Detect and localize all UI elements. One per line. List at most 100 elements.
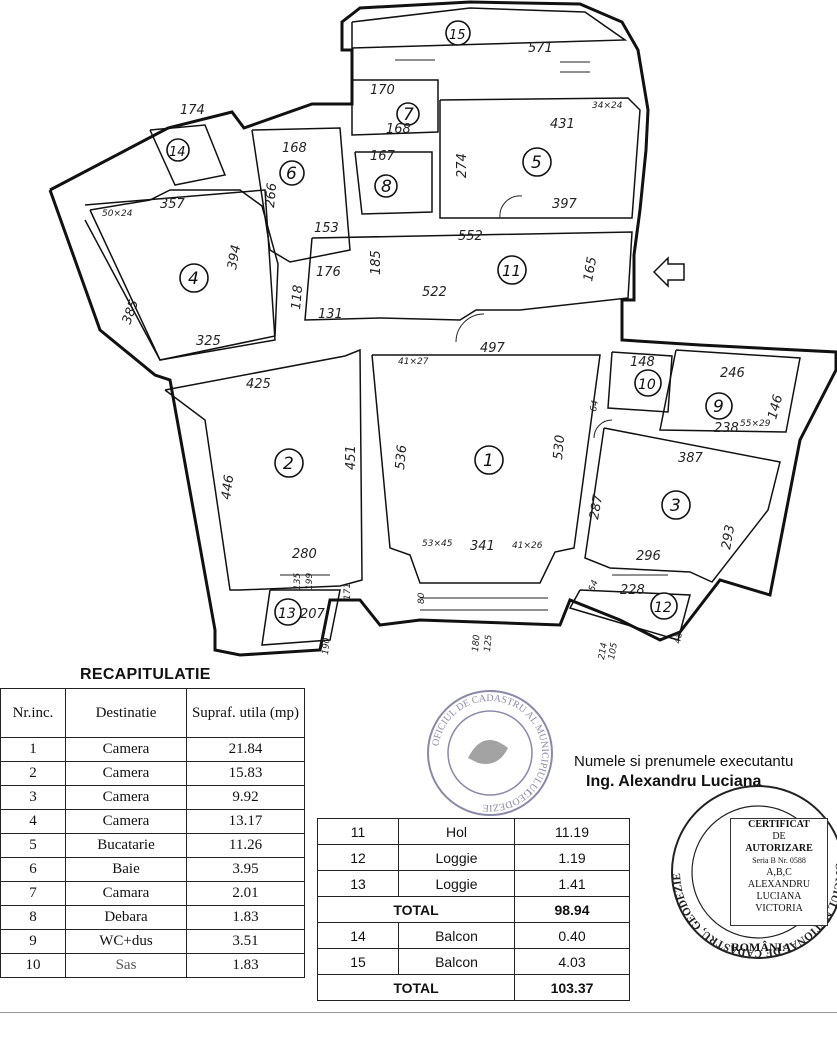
room-6 (251, 127, 351, 263)
dim-label: 131 (318, 307, 343, 322)
outer-walls (48, 0, 837, 657)
dim-label: 451 (344, 445, 359, 470)
room-label-11: 11 (502, 262, 521, 280)
dim-label: 287 (587, 493, 606, 521)
cell-dest: Balcon (398, 922, 515, 949)
room-5 (439, 97, 641, 219)
dim-label: 530 (551, 434, 568, 460)
cell-nr: 10 (0, 953, 66, 978)
dim-label: 34×24 (592, 101, 623, 111)
dim-label: 497 (480, 341, 506, 356)
room-4 (84, 189, 276, 361)
cell-area: 11.19 (514, 818, 630, 845)
room-11-hall (304, 231, 633, 321)
room-15-balcony (351, 7, 628, 49)
room-label-8: 8 (381, 177, 392, 197)
cell-dest: Camera (65, 761, 187, 786)
dim-label: 214 (597, 642, 610, 660)
dim-label: 168 (386, 122, 411, 137)
executant-name: Ing. Alexandru Luciana (586, 773, 762, 790)
dim-label: 64 (589, 399, 601, 412)
dim-label: 280 (292, 547, 317, 562)
dim-label: 168 (282, 141, 307, 156)
dim-label: 274 (455, 153, 470, 178)
cell-nr: 6 (0, 857, 66, 882)
stamp-line: Seria B Nr. 0588 (752, 856, 806, 865)
dim-label: 105 (607, 642, 620, 660)
dim-label: 397 (552, 197, 578, 212)
window-details (280, 59, 668, 611)
cell-dest: Hol (398, 818, 515, 845)
recap-title: RECAPITULATIE (80, 666, 211, 683)
cell-dest: Debara (65, 905, 187, 930)
dim-label: 170 (370, 83, 395, 98)
dim-label: 148 (630, 355, 655, 370)
dim-label: 266 (263, 182, 280, 208)
stamp-certificate-box: CERTIFICAT DE AUTORIZARE Seria B Nr. 058… (730, 818, 828, 926)
room-14-balcony (149, 124, 227, 186)
stamp-line: DE (772, 831, 786, 842)
dim-label: 153 (314, 221, 339, 236)
dim-label: 135 (293, 573, 303, 590)
dim-label: 185 (369, 250, 384, 275)
stamp-line: ALEXANDRU (747, 879, 811, 890)
divider (0, 1012, 837, 1013)
entrance-arrow-icon (652, 256, 685, 288)
cadastre-office-stamp: OFICIUL DE CADASTRU AL MUNICIPIULUI GEOD… (427, 690, 553, 816)
cell-nr: 12 (317, 844, 399, 871)
room-10 (607, 351, 673, 413)
room-8 (354, 151, 433, 215)
dim-label: 80 (417, 592, 427, 604)
cell-area: 15.83 (186, 761, 305, 786)
room-labels: 1 2 3 4 5 6 7 8 9 10 11 12 13 14 15 (166, 20, 733, 626)
room-7 (351, 79, 439, 136)
room-12-loggia (568, 589, 691, 641)
cell-dest: Camera (65, 809, 187, 834)
dim-label: 55×29 (740, 419, 771, 429)
cell-nr: 11 (317, 818, 399, 845)
dim-label: 176 (316, 265, 341, 280)
cell-dest: Balcon (398, 948, 515, 975)
dim-label: 41×26 (512, 541, 543, 551)
dimension-labels: 174 357 394 385 325 425 446 451 280 207 … (102, 41, 786, 660)
dim-label: 325 (196, 334, 221, 349)
cell-nr: 14 (317, 922, 399, 949)
cell-area: 4.03 (514, 948, 630, 975)
room-label-7: 7 (403, 105, 414, 125)
total-label: TOTAL (317, 896, 515, 923)
stamp-line: AUTORIZARE (745, 843, 813, 854)
cell-nr: 4 (0, 809, 66, 834)
dim-label: 50×24 (102, 209, 133, 219)
dim-label: 522 (422, 285, 447, 300)
cell-area: 1.19 (514, 844, 630, 871)
col-header-nr: Nr.inc. (0, 688, 66, 738)
grand-total-label: TOTAL (317, 974, 515, 1001)
room-label-9: 9 (713, 397, 724, 417)
cell-dest: Loggie (398, 844, 515, 871)
room-label-12: 12 (654, 600, 672, 616)
dim-label: 238 (714, 421, 739, 436)
cell-area: 3.51 (186, 929, 305, 954)
authorization-stamp: OFICIUL NATIONAL DE CADASTRU, GEODEZIE C… (668, 772, 837, 972)
cell-area: 21.84 (186, 737, 305, 762)
room-label-1: 1 (483, 451, 494, 471)
dim-label: 246 (720, 366, 745, 381)
cell-nr: 2 (0, 761, 66, 786)
cell-nr: 1 (0, 737, 66, 762)
dim-label: 165 (581, 256, 600, 283)
room-13-loggia (261, 589, 341, 646)
stamp-line: CERTIFICAT (748, 819, 810, 830)
dim-label: 387 (678, 451, 704, 466)
